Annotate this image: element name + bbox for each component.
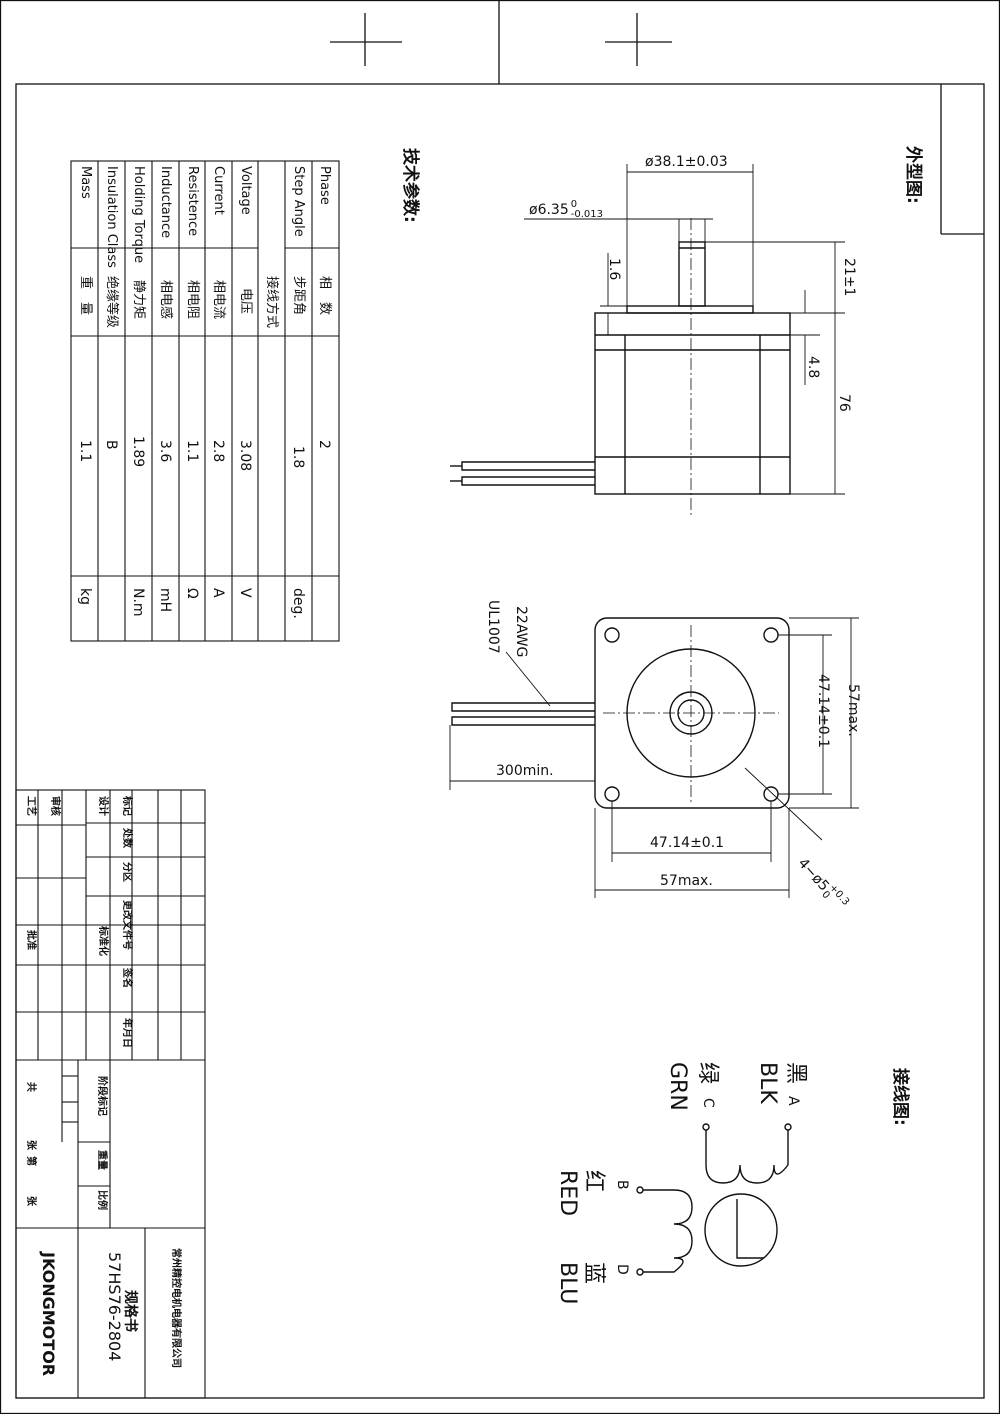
wire-a-cn: 黑 [783, 1062, 808, 1085]
wire-d-cn: 蓝 [581, 1262, 606, 1285]
spec-en-voltage: Voltage [238, 166, 253, 215]
spec-en-insulation: Insulation Class [104, 166, 119, 268]
spec-cn-step: 步距角 [291, 276, 306, 316]
tb-approve: 批准 [25, 930, 36, 950]
tb-zone: 分区 [121, 862, 132, 882]
tb-stage-mark: 阶段标记 [96, 1076, 107, 1116]
tb-sign: 签名 [121, 968, 132, 988]
tb-brand: JKONGMOTOR [39, 1252, 58, 1377]
dim-body-square-h: 57max. [660, 873, 713, 889]
spec-val-resistence: 1.1 [184, 440, 200, 463]
wiring-heading: 接线图: [890, 1068, 910, 1126]
wire-a-en: BLK [755, 1062, 780, 1104]
spec-en-step: Step Angle [291, 166, 306, 237]
spec-table [70, 160, 340, 642]
wire-c-pin: C [700, 1098, 716, 1108]
tb-sheets: 张 [25, 1140, 36, 1150]
dim-shaft-length: 21±1 [841, 258, 857, 297]
wire-b-cn: 红 [581, 1170, 606, 1193]
motor-side-view [450, 218, 791, 515]
dim-flange-step: 1.6 [606, 258, 622, 281]
spec-cn-mass: 重 量 [78, 276, 93, 316]
spec-unit-step: deg. [290, 588, 306, 619]
spec-cn-insulation: 绝缘等级 [104, 276, 119, 329]
spec-unit-resistence: Ω [184, 588, 200, 599]
spec-val-phase: 2 [316, 440, 332, 449]
tb-date: 年月日 [121, 1018, 132, 1048]
spec-val-voltage: 3.08 [237, 440, 253, 472]
tb-designed: 设计 [97, 796, 108, 816]
spec-cn-inductance: 相电感 [158, 280, 173, 320]
tb-count: 处数 [121, 828, 132, 848]
dim-body-length: 76 [836, 394, 852, 412]
spec-cn-wiring: 接线方式 [264, 276, 279, 329]
wire-a-pin: A [785, 1096, 801, 1106]
tech-heading: 技术参数: [400, 148, 420, 223]
wire-spec-ul: UL1007 [485, 600, 501, 654]
front-dims [449, 617, 859, 898]
dim-body-square-v: 57max. [845, 684, 861, 737]
dim-flange-dia: ø38.1±0.03 [645, 154, 728, 170]
spec-en-phase: Phase [317, 166, 332, 205]
tb-review: 审核 [49, 796, 60, 816]
tb-mark: 标记 [121, 796, 132, 816]
tb-docno: 更改文件号 [121, 900, 132, 950]
tb-weight: 重量 [96, 1150, 107, 1170]
wire-spec-awg: 22AWG [513, 606, 529, 658]
dim-lead-length: 300min. [496, 763, 554, 779]
spec-cn-resistence: 相电阻 [185, 280, 200, 320]
wire-c-cn: 绿 [695, 1062, 720, 1085]
spec-unit-torque: N.m [130, 588, 146, 617]
title-block [15, 789, 206, 1399]
dim-flange-thick: 4.8 [805, 356, 821, 379]
tb-sheet-no: 第 [25, 1156, 36, 1166]
spec-en-torque: Holding Torque [131, 166, 146, 264]
wire-c-en: GRN [665, 1062, 690, 1111]
tb-company: 常州精控电机电器有限公司 [170, 1248, 181, 1368]
spec-unit-current: A [210, 588, 226, 598]
inner-border [15, 83, 985, 1399]
wire-b-pin: B [614, 1180, 630, 1190]
spec-en-inductance: Inductance [158, 166, 173, 239]
spec-val-insulation: B [103, 440, 119, 450]
spec-unit-mass: kg [77, 588, 93, 605]
motor-front-view [451, 617, 790, 809]
dim-hole-spacing-v: 47.14±0.1 [815, 674, 831, 749]
spec-cn-current: 相电流 [211, 280, 226, 320]
spec-en-current: Current [211, 166, 226, 215]
spec-cn-torque: 静力矩 [131, 280, 146, 320]
tb-sheet-suffix: 张 [25, 1196, 36, 1206]
tb-process: 工艺 [25, 796, 36, 816]
outline-heading: 外型图: [903, 146, 923, 204]
spec-val-torque: 1.89 [130, 436, 146, 468]
spec-unit-inductance: mH [157, 588, 173, 613]
tb-scale: 比例 [96, 1190, 107, 1210]
spec-cn-voltage: 电压 [238, 288, 253, 315]
spec-en-mass: Mass [78, 166, 93, 199]
wiring-schematic [636, 1123, 792, 1276]
spec-val-mass: 1.1 [77, 440, 93, 463]
tb-model: 57HS76-2804 [105, 1252, 124, 1362]
tb-total: 共 [25, 1082, 36, 1092]
spec-en-resistence: Resistence [185, 166, 200, 237]
wire-b-en: RED [555, 1170, 580, 1217]
dim-hole-spacing-h: 47.14±0.1 [650, 835, 725, 851]
side-dims [524, 164, 845, 495]
spec-unit-voltage: V [237, 588, 253, 598]
wire-d-pin: D [614, 1264, 630, 1275]
tb-standard: 标准化 [97, 926, 108, 956]
spec-cn-phase: 相 数 [317, 276, 332, 316]
spec-val-current: 2.8 [210, 440, 226, 463]
tb-doc-title: 规格书 [122, 1290, 138, 1332]
spec-val-step: 1.8 [290, 446, 306, 469]
wire-d-en: BLU [555, 1262, 580, 1305]
spec-val-inductance: 3.6 [157, 440, 173, 463]
